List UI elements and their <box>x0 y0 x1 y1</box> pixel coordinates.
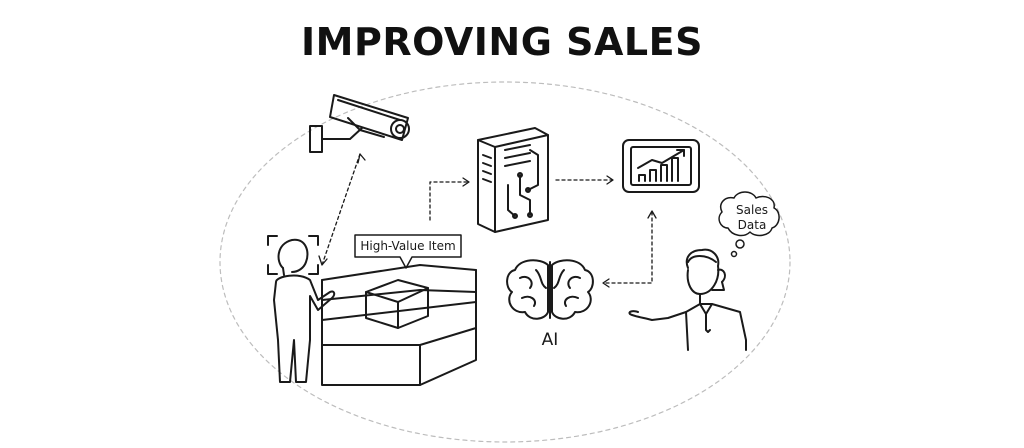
brain-icon <box>506 259 594 320</box>
thought-bubble-icon <box>718 191 780 258</box>
security-camera-icon <box>309 94 410 153</box>
store-boundary-ellipse <box>219 81 791 443</box>
high-value-callout <box>354 234 462 269</box>
flow-arrows <box>321 153 653 284</box>
display-case-icon <box>321 264 477 386</box>
shopper-icon <box>267 235 336 383</box>
ai-label: AI <box>541 330 559 350</box>
high-value-item-label: High-Value Item <box>360 239 456 253</box>
tablet-chart-icon <box>622 139 700 193</box>
camera-shopper-link <box>321 153 361 266</box>
server-icon <box>477 127 549 233</box>
diagram-title: IMPROVING SALES <box>301 20 703 64</box>
salesperson-icon <box>628 248 747 351</box>
arrow-heads <box>318 153 657 288</box>
sales-data-label: Sales Data <box>736 203 768 232</box>
